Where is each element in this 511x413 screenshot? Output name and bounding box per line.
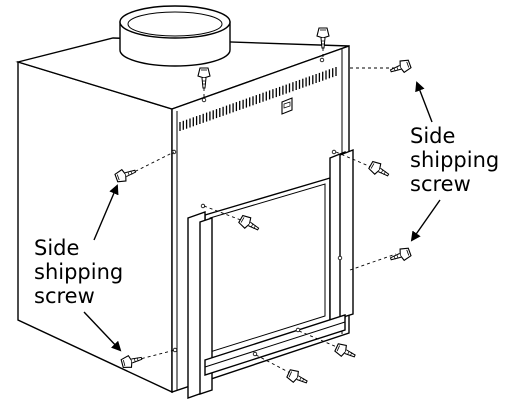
screw-icon [333, 341, 358, 362]
screw-holes [171, 57, 343, 357]
arrow-icon [93, 184, 119, 241]
label-right-line-1: Side [410, 124, 456, 148]
right-rail [329, 148, 354, 326]
vent-slots [179, 67, 337, 131]
switch-icon [281, 97, 293, 115]
left-rail [187, 211, 213, 399]
arrow-icon [415, 81, 433, 123]
label-right-line-3: screw [410, 172, 471, 196]
arrow-icon [410, 199, 441, 242]
cabinet-left-side [17, 61, 173, 394]
vent-collar [119, 5, 231, 67]
label-left-line-1: Side [34, 236, 80, 260]
arrow-icon [83, 311, 122, 352]
label-right-line-2: shipping [410, 148, 500, 172]
screw-icon [367, 159, 392, 181]
label-left-line-2: shipping [34, 260, 124, 284]
label-left-line-3: screw [34, 284, 95, 308]
screw-icon [388, 57, 413, 77]
screw-icon [285, 367, 310, 388]
